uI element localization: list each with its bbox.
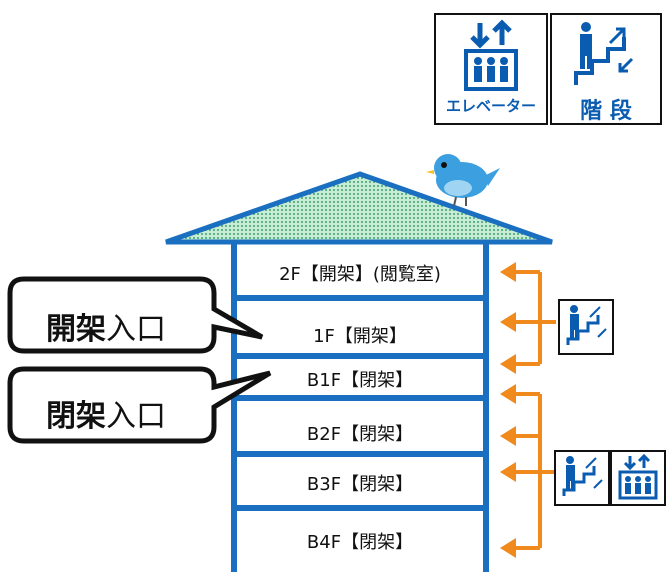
floor-2f-label: 2F【開架】(閲覧室) [279, 264, 441, 285]
elevator-sign: エレベーター [434, 13, 548, 125]
elevator-icon [618, 453, 658, 500]
elevator-sign-caption: エレベーター [445, 97, 536, 115]
floors: 2F【開架】(閲覧室) 1F【開架】 B1F【閉架】 B2F【閉架】 B3F【閉… [237, 0, 483, 572]
bird-icon [426, 154, 500, 207]
closed-stack-entrance-callout: 閉架入口 [46, 391, 166, 435]
floor-b1f-label: B1F【閉架】 [306, 370, 414, 391]
elevator-icon [464, 19, 518, 91]
access-arrows [500, 262, 556, 558]
callout-rest: 入口 [106, 399, 166, 434]
callout-bubbles [7, 276, 272, 444]
stairs-sign: 階 段 [550, 13, 662, 125]
floor-b4f-label: B4F【閉架】 [306, 532, 414, 553]
elevator-icon-lower [610, 450, 666, 506]
callout-rest: 入口 [106, 312, 166, 347]
floor-1f-label: 1F【開架】 [313, 326, 407, 347]
stairs-icon-lower [554, 450, 610, 506]
callout-bold: 閉架 [46, 399, 106, 434]
stairs-icon [574, 22, 634, 85]
stairs-sign-caption: 階 段 [580, 99, 632, 124]
stairs-icon [562, 456, 603, 496]
open-stack-entrance-callout: 開架入口 [46, 304, 166, 348]
roof [165, 171, 553, 245]
callout-bold: 開架 [46, 312, 106, 347]
floor-b3f-label: B3F【閉架】 [306, 474, 414, 495]
floor-b2f-label: B2F【閉架】 [306, 424, 414, 445]
stairs-icon [566, 305, 607, 345]
stairs-icon-upper [558, 299, 614, 355]
